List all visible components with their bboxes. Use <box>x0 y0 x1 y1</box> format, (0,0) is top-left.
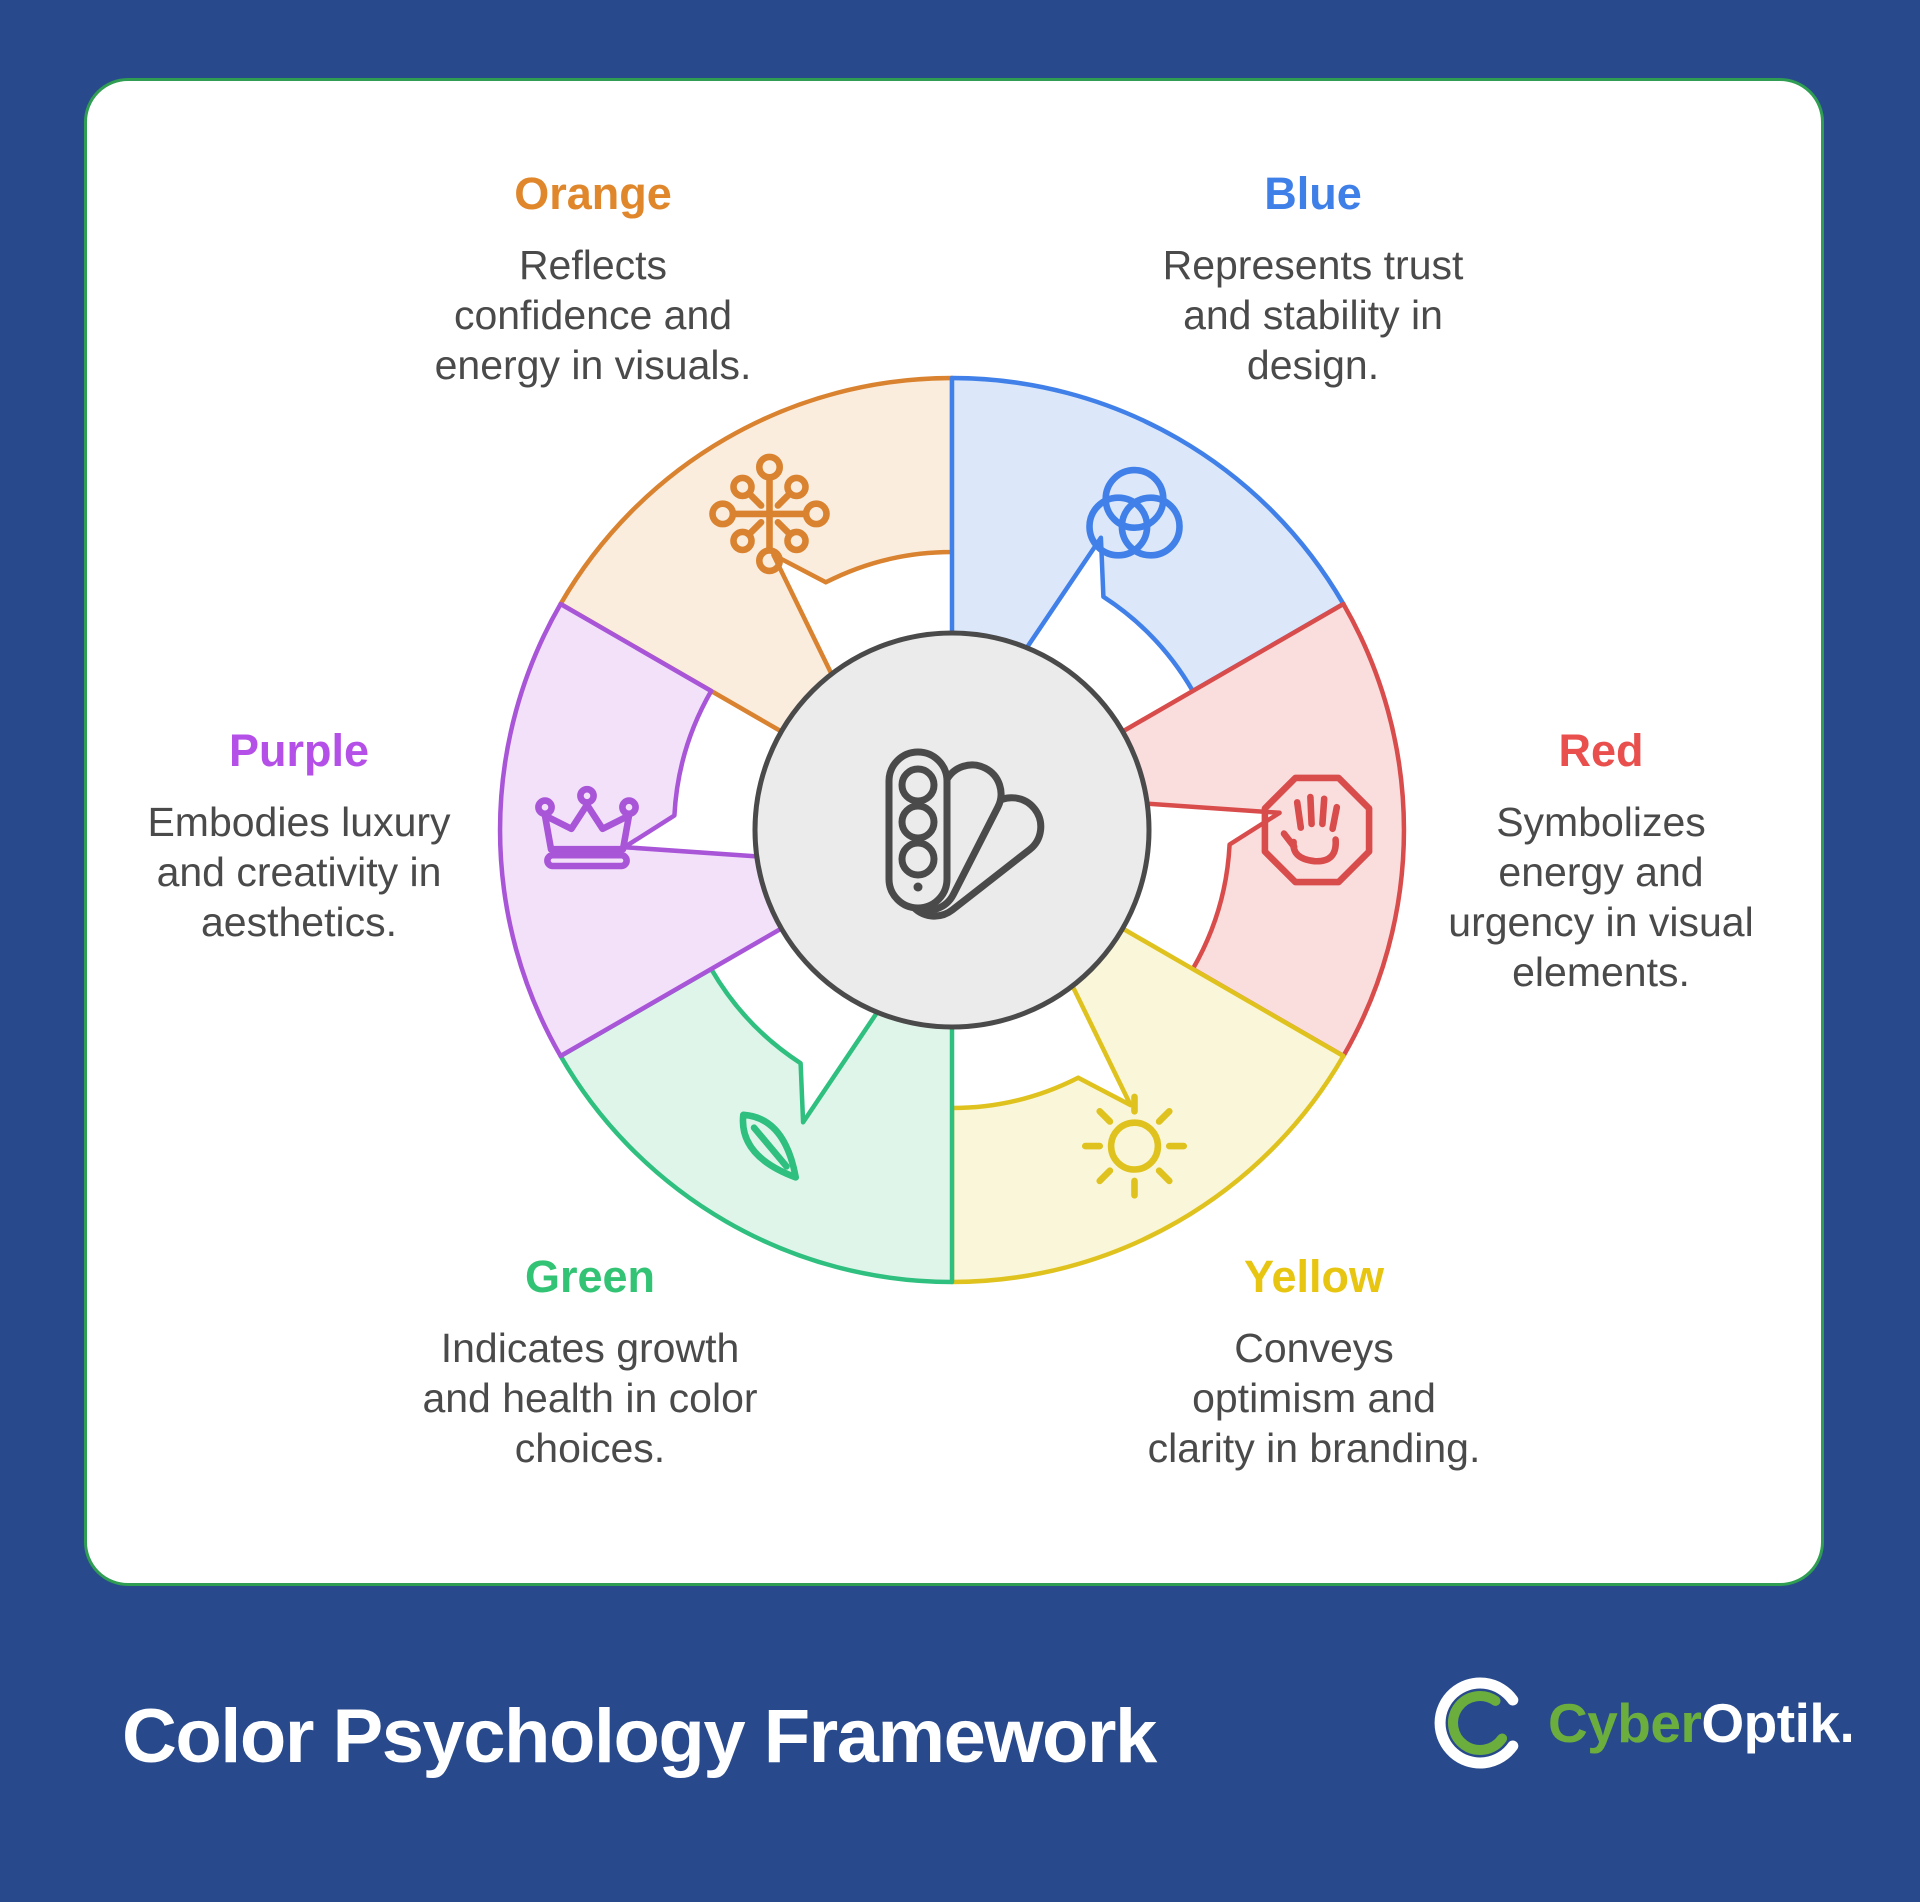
logo-outer-arc <box>1434 1677 1519 1769</box>
segment-label-orange: Orange Reflects confidence and energy in… <box>333 170 853 390</box>
segment-label-red: Red Symbolizes energy and urgency in vis… <box>1341 727 1861 997</box>
segment-description-orange: Reflects confidence and energy in visual… <box>434 242 752 389</box>
segment-description-green: Indicates growth and health in color cho… <box>422 1325 758 1472</box>
logo-text-optik: Optik. <box>1701 1692 1855 1754</box>
segment-heading-orange: Orange <box>514 168 672 219</box>
logo-wordmark: CyberOptik. <box>1548 1691 1855 1755</box>
segment-description-blue: Represents trust and stability in design… <box>1162 242 1464 389</box>
logo-inner-arc <box>1448 1691 1508 1755</box>
cyberoptik-logo-mark <box>1434 1677 1519 1769</box>
logo-text-cyber: Cyber <box>1548 1692 1702 1754</box>
segment-heading-red: Red <box>1558 725 1644 776</box>
segment-description-red: Symbolizes energy and urgency in visual … <box>1448 799 1754 996</box>
segment-label-green: Green Indicates growth and health in col… <box>330 1253 850 1473</box>
segment-label-purple: Purple Embodies luxury and creativity in… <box>39 727 559 947</box>
segment-heading-purple: Purple <box>228 725 370 776</box>
segment-heading-green: Green <box>524 1251 656 1302</box>
segment-label-blue: Blue Represents trust and stability in d… <box>1053 170 1573 390</box>
segment-heading-yellow: Yellow <box>1243 1251 1385 1302</box>
segment-description-yellow: Conveys optimism and clarity in branding… <box>1147 1325 1481 1472</box>
page-title: Color Psychology Framework <box>122 1694 1157 1779</box>
segment-heading-blue: Blue <box>1264 168 1362 219</box>
segment-description-purple: Embodies luxury and creativity in aesthe… <box>147 799 451 946</box>
segment-label-yellow: Yellow Conveys optimism and clarity in b… <box>1054 1253 1574 1473</box>
cyberoptik-logo: CyberOptik. <box>1428 1664 1855 1782</box>
